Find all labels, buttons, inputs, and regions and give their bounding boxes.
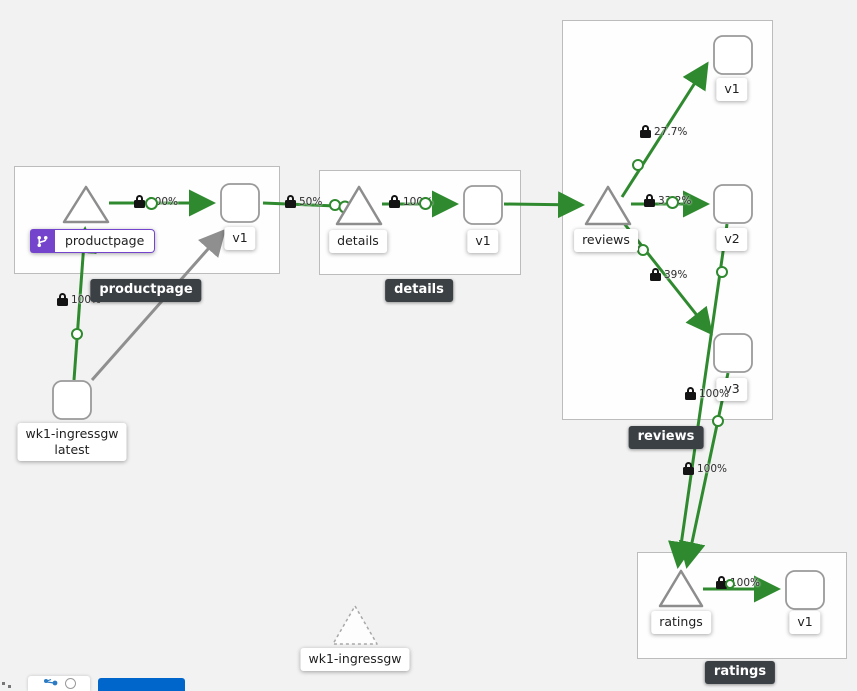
- lock-icon: [134, 195, 145, 208]
- traffic-point: [419, 196, 432, 210]
- lock-icon: [716, 576, 727, 589]
- traffic-point: [637, 244, 649, 256]
- edge-label-reviews-v2-to-ratings: 100%: [683, 462, 727, 475]
- edge-reviews-v2-to-ratings[interactable]: [668, 223, 729, 569]
- edge-to-reviews[interactable]: [503, 191, 585, 219]
- node-label-productpage[interactable]: productpage: [30, 229, 156, 253]
- node-label-idle-ingress-service[interactable]: wk1-ingressgw: [300, 648, 410, 671]
- node-reviews-service[interactable]: [584, 185, 632, 226]
- traffic-point: [712, 415, 724, 427]
- lock-icon: [285, 195, 296, 208]
- blue-action-button[interactable]: [98, 678, 185, 691]
- edge-label-reviews-to-v3: 39%: [650, 268, 687, 281]
- node-details-v1-workload[interactable]: [463, 185, 503, 225]
- node-ratings-service[interactable]: [658, 569, 704, 608]
- node-label-reviews-v1[interactable]: v1: [716, 78, 748, 101]
- edge-productpage-v1-to-details[interactable]: [262, 201, 337, 208]
- node-reviews-v2-workload[interactable]: [713, 184, 753, 224]
- traffic-point: [329, 199, 341, 211]
- graph-control-chip[interactable]: [28, 676, 90, 691]
- node-reviews-v3-workload[interactable]: [713, 333, 753, 373]
- lock-icon: [640, 125, 651, 138]
- node-label-details[interactable]: details: [329, 230, 387, 253]
- group-badge-productpage[interactable]: productpage: [90, 279, 202, 302]
- edge-label-details-to-v1: 100%: [389, 195, 433, 210]
- traffic-point: [145, 196, 158, 210]
- node-label-reviews[interactable]: reviews: [574, 229, 638, 252]
- lock-icon: [685, 387, 696, 400]
- edge-reviews-to-v1[interactable]: [620, 61, 709, 198]
- edge-label-reviews-to-v2: 33.2%: [644, 194, 691, 209]
- lock-icon: [389, 195, 400, 208]
- cutoff-control: [8, 685, 11, 688]
- lock-icon: [644, 194, 655, 207]
- traffic-point: [632, 159, 644, 171]
- code-branch-icon: [37, 235, 48, 247]
- traffic-point: [666, 195, 679, 209]
- node-productpage-v1-workload[interactable]: [220, 183, 260, 223]
- circle-icon: [64, 678, 76, 689]
- node-label-reviews-v3[interactable]: v3: [716, 378, 748, 401]
- edge-label-productpage-to-details: 50%: [285, 195, 322, 208]
- lock-icon: [57, 293, 68, 306]
- group-badge-details[interactable]: details: [385, 279, 453, 302]
- edge-ingress-to-productpage[interactable]: [69, 226, 97, 381]
- traffic-point: [716, 266, 728, 278]
- edge-reviews-v3-to-ratings[interactable]: [678, 372, 730, 569]
- traffic-point: [71, 328, 83, 340]
- node-label-details-v1[interactable]: v1: [467, 230, 499, 253]
- node-reviews-v1-workload[interactable]: [713, 35, 753, 75]
- group-badge-reviews[interactable]: reviews: [628, 426, 704, 449]
- node-label-reviews-v2[interactable]: v2: [716, 228, 748, 251]
- traffic-point: [725, 579, 735, 589]
- node-idle-ingress-service[interactable]: [332, 605, 378, 645]
- lock-icon: [683, 462, 694, 475]
- node-label-ratings-v1[interactable]: v1: [789, 611, 821, 634]
- node-ratings-v1-workload[interactable]: [785, 570, 825, 610]
- node-label-productpage-v1[interactable]: v1: [224, 227, 256, 250]
- node-ingress-workload[interactable]: [52, 380, 92, 420]
- virtualservice-badge: [30, 229, 55, 253]
- network-icon: [43, 678, 57, 686]
- lock-icon: [650, 268, 661, 281]
- edge-label-reviews-to-v1: 27.7%: [640, 125, 687, 138]
- edge-label-reviews-v3-to-ratings: 100%: [685, 387, 729, 400]
- edge-label-productpage-to-v1: 100%: [134, 195, 178, 210]
- node-label-ratings[interactable]: ratings: [651, 611, 711, 634]
- edge-ingress-to-productpage-v1[interactable]: [90, 228, 226, 381]
- cutoff-control: [2, 682, 5, 685]
- node-details-service[interactable]: [335, 185, 383, 226]
- edge-label-ratings-to-v1: 100%: [716, 576, 760, 589]
- node-label-ingress-workload[interactable]: wk1-ingressgw latest: [17, 423, 127, 462]
- node-productpage-service[interactable]: [62, 185, 110, 224]
- group-badge-ratings[interactable]: ratings: [704, 661, 776, 684]
